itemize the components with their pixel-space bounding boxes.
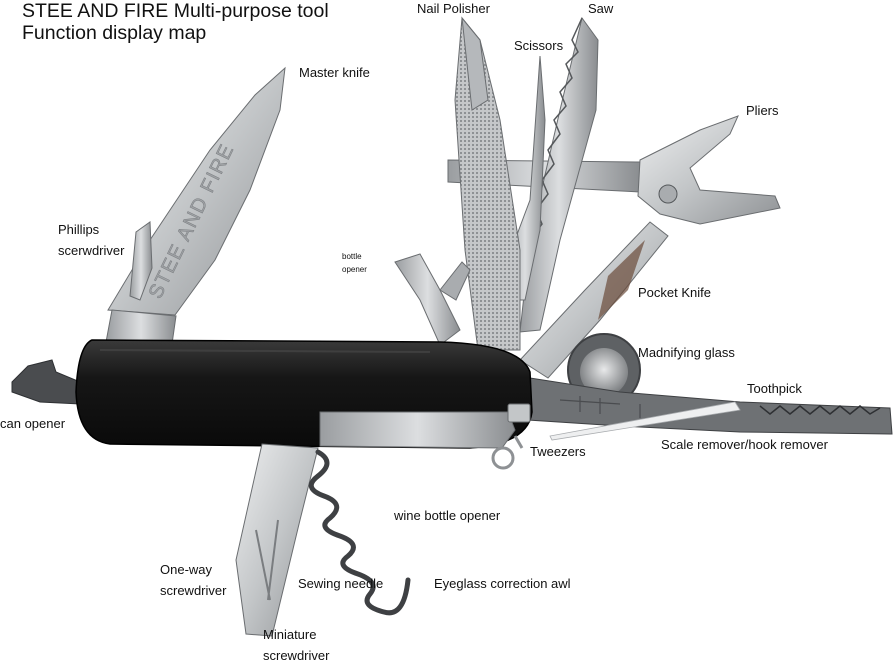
label-can-opener: can opener — [0, 416, 66, 431]
bottle-opener-tool — [394, 253, 471, 346]
corkscrew-tool — [308, 449, 411, 616]
label-toothpick: Toothpick — [747, 381, 802, 396]
label-wine-bottle-opener: wine bottle opener — [394, 508, 501, 523]
label-miniature-line-2: screwdriver — [263, 648, 330, 663]
pocket-knife-tool — [519, 221, 669, 379]
label-scissors: Scissors — [514, 38, 564, 53]
label-miniature-screwdriver: Miniature screwdriver — [263, 626, 329, 665]
label-phillips-line-2: scerwdriver — [58, 243, 125, 258]
label-magnifying-glass: Madnifying glass — [638, 345, 735, 360]
title-line-2: Function display map — [22, 22, 207, 44]
label-scale-remover: Scale remover/hook remover — [661, 437, 828, 452]
label-phillips-screwdriver: Phillips scerwdriver — [58, 221, 124, 260]
saw-tool — [519, 16, 599, 333]
label-saw: Saw — [588, 1, 614, 16]
toothpick-tool — [549, 401, 741, 441]
label-pliers: Pliers — [746, 103, 779, 118]
label-miniature-line-1: Miniature — [263, 627, 317, 642]
label-tweezers: Tweezers — [530, 444, 586, 459]
label-bottle-opener-line-2: opener — [342, 265, 367, 274]
label-nail-polisher: Nail Polisher — [417, 1, 490, 16]
knife-handle — [75, 339, 533, 449]
scale-remover-tool — [527, 377, 893, 435]
label-phillips-line-1: Phillips — [58, 222, 100, 237]
tweezers-tool — [491, 435, 524, 470]
nail-polisher-tool — [454, 16, 521, 351]
label-one-way-screwdriver: One-way screwdriver — [160, 561, 226, 600]
title-line-1: STEE AND FIRE Multi-purpose tool — [22, 0, 329, 22]
one-way-screwdriver-tool — [235, 443, 319, 637]
label-one-way-line-2: screwdriver — [160, 583, 227, 598]
master-knife-tool: STEE AND FIRE — [105, 66, 286, 345]
can-opener-tool — [11, 359, 81, 405]
label-bottle-opener: bottle opener — [342, 250, 367, 276]
label-bottle-opener-line-1: bottle — [342, 252, 362, 261]
label-master-knife: Master knife — [299, 65, 370, 80]
label-one-way-line-1: One-way — [160, 562, 213, 577]
phillips-screwdriver-tool — [129, 221, 153, 301]
label-sewing-needle: Sewing needle — [298, 576, 384, 591]
label-pocket-knife: Pocket Knife — [638, 285, 711, 300]
page-title: STEE AND FIRE Multi-purpose tool Functio… — [22, 0, 329, 44]
label-eyeglass-awl: Eyeglass correction awl — [434, 576, 571, 591]
